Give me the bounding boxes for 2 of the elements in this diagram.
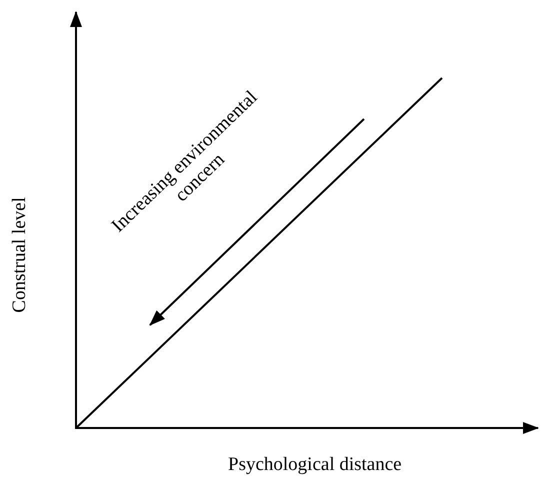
axis-label: Psychological distance — [228, 454, 402, 476]
axis-label: Construal level — [8, 197, 31, 313]
